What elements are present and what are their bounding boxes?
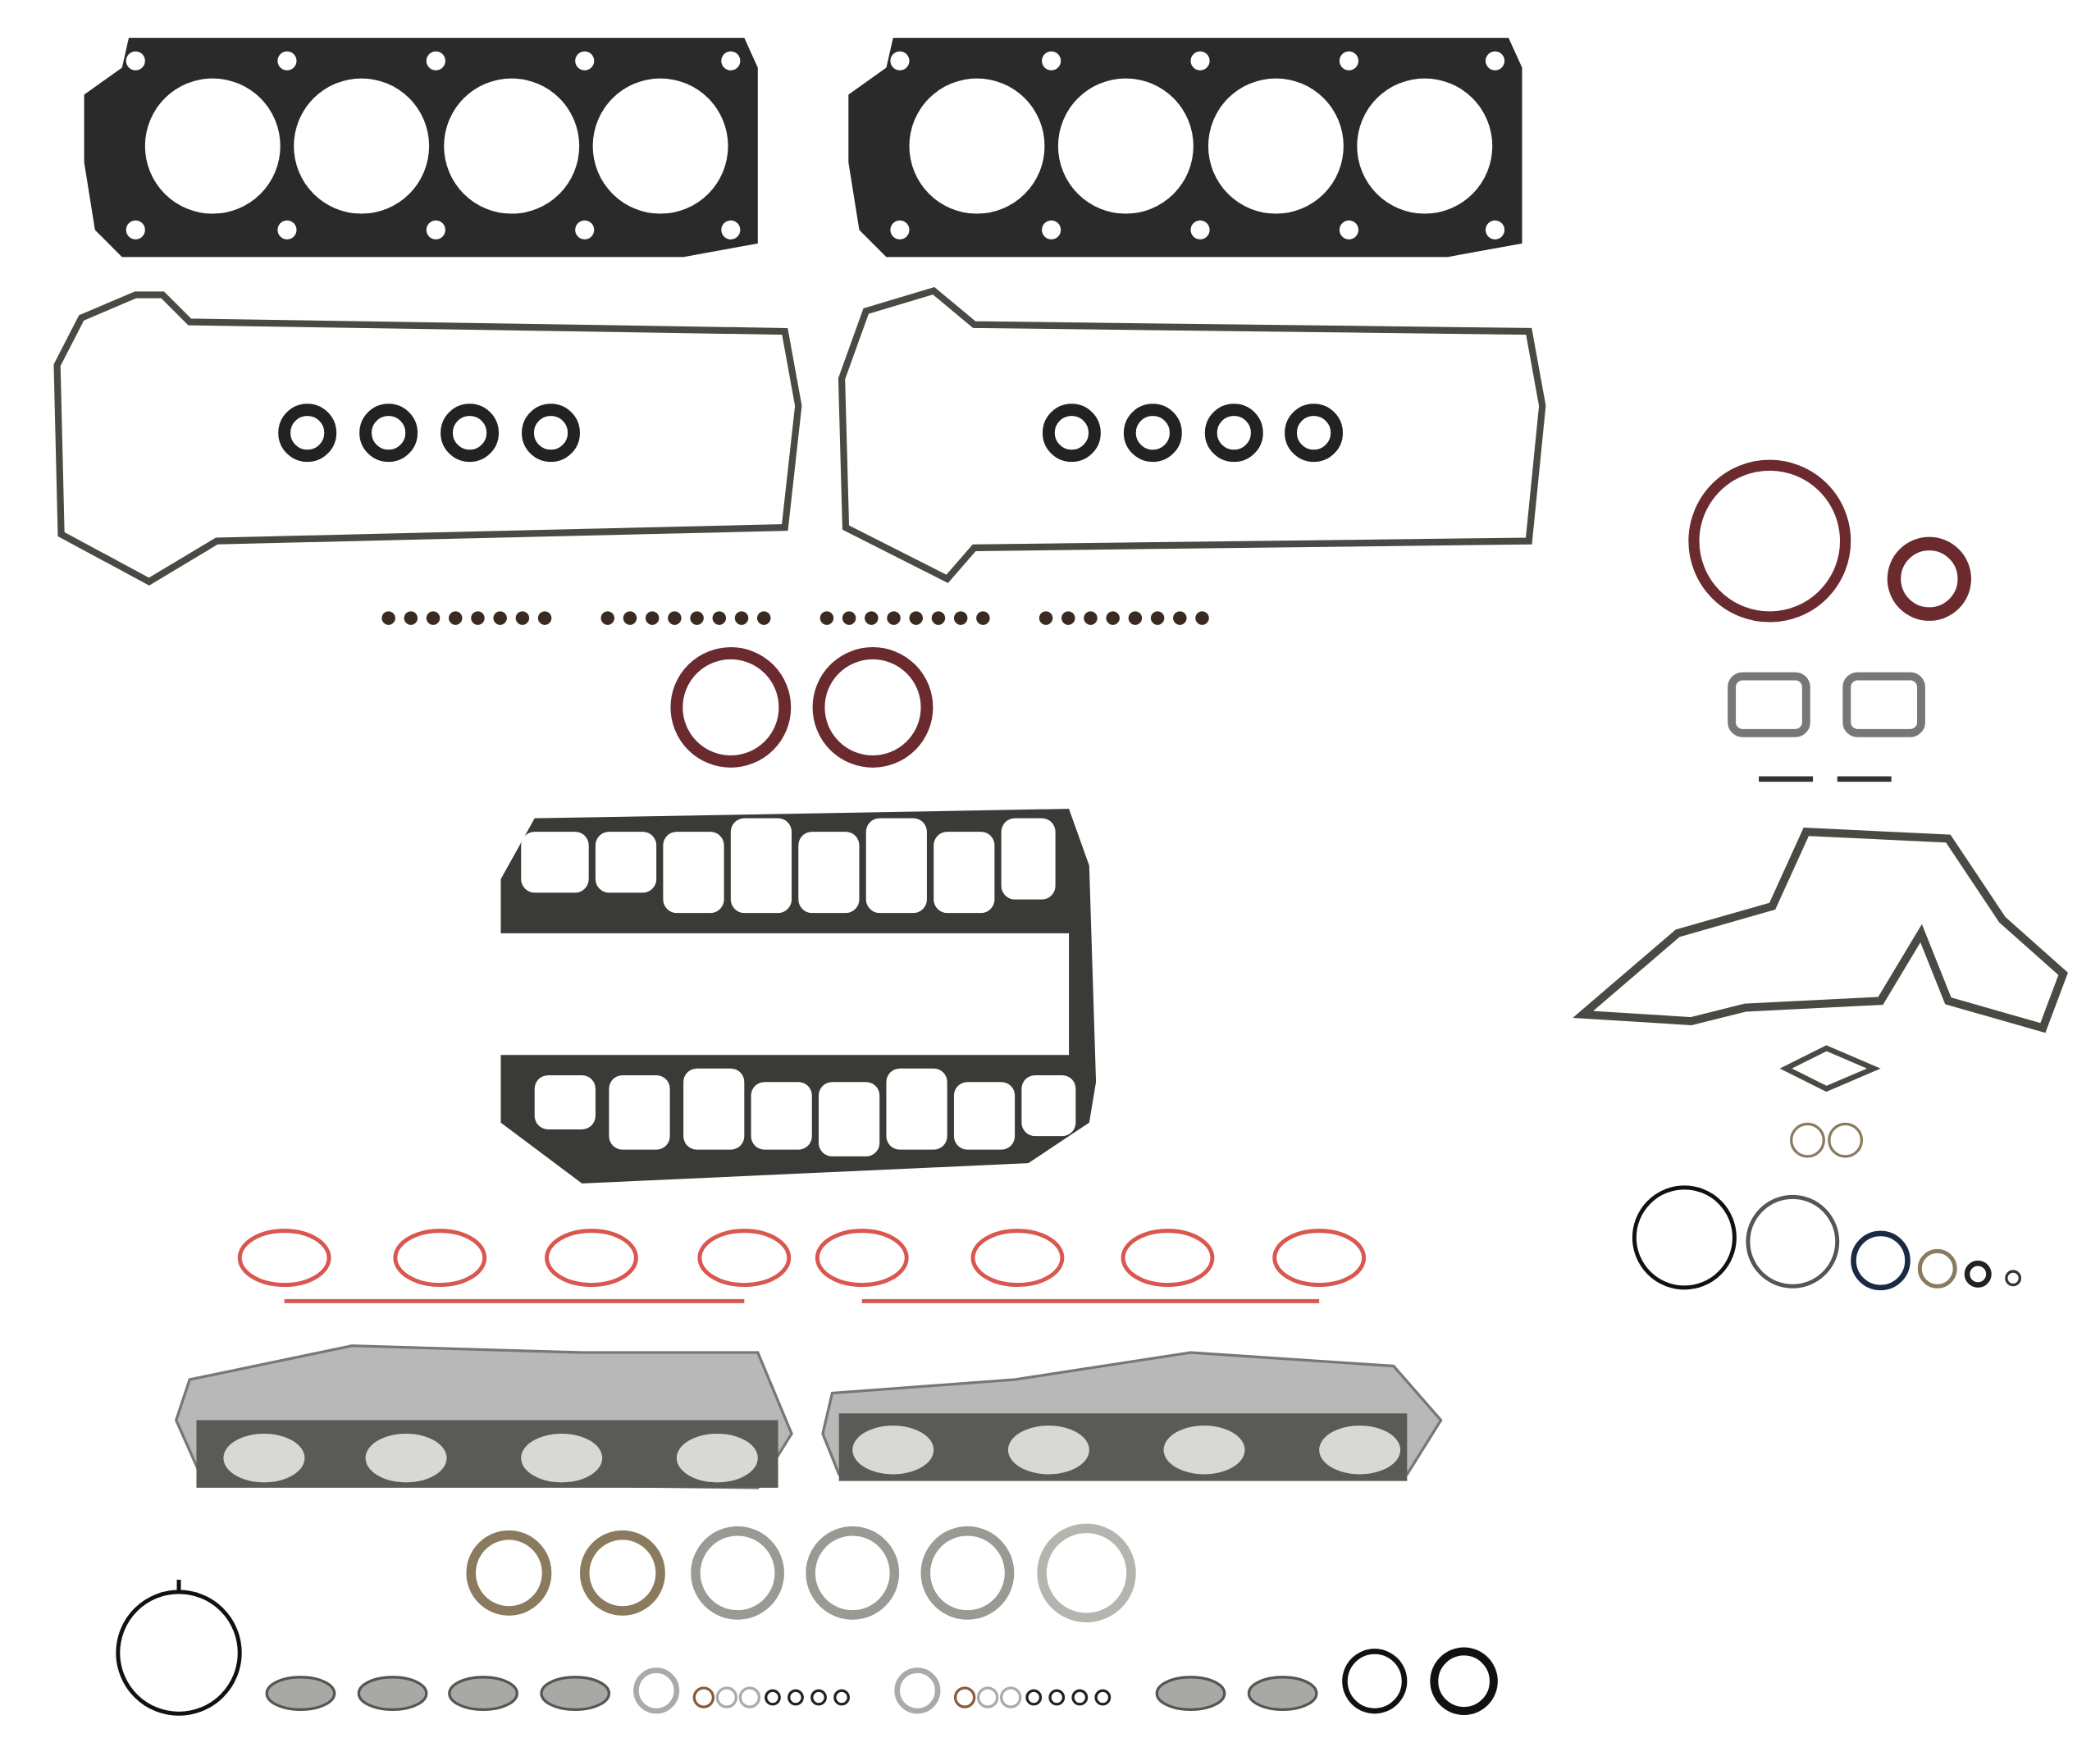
- camshaft-seals: [670, 647, 934, 768]
- small-o-ring: [1071, 1689, 1089, 1706]
- egr-gaskets: [265, 1676, 1318, 1712]
- intake-port-gasket: [697, 1229, 792, 1288]
- small-o-ring: [1094, 1689, 1112, 1706]
- valve-stem-seal: [734, 611, 749, 625]
- small-o-ring: [999, 1686, 1022, 1708]
- intake-port-gasket: [545, 1229, 638, 1288]
- o-ring-set: [1632, 1122, 2022, 1291]
- intake-port-gasket: [970, 1229, 1065, 1288]
- valve-stem-seal: [600, 611, 615, 625]
- valve-stem-seal: [537, 611, 552, 625]
- small-o-ring: [738, 1686, 761, 1708]
- intake-port-gasket: [815, 1229, 909, 1288]
- valve-stem-seal: [756, 611, 771, 625]
- intake-port-gasket: [393, 1229, 487, 1288]
- valve-stem-seal: [712, 611, 727, 625]
- valve-stem-seal: [381, 611, 395, 625]
- valve-stem-seal: [690, 611, 704, 625]
- small-o-ring: [788, 1689, 804, 1706]
- small-o-ring: [1048, 1689, 1066, 1706]
- intake-port-gaskets: [237, 1229, 1367, 1303]
- intake-plenum-gasket: [500, 809, 1097, 1184]
- small-o-rings: [633, 1647, 1498, 1715]
- valve-stem-seal: [1128, 611, 1143, 625]
- valve-stem-seal: [1106, 611, 1120, 625]
- valve-stem-seal: [1195, 611, 1209, 625]
- valve-stem-seal: [976, 611, 990, 625]
- valve-stem-seal: [1039, 611, 1053, 625]
- small-o-ring: [1025, 1689, 1043, 1706]
- valve-stem-seal: [953, 611, 968, 625]
- valve-stem-seals: [381, 611, 1209, 625]
- valve-stem-seal: [493, 611, 507, 625]
- rear-main-seal: [1688, 459, 1971, 623]
- valve-stem-seal: [931, 611, 946, 625]
- small-o-ring: [833, 1689, 850, 1706]
- intake-port-gasket: [237, 1229, 331, 1288]
- throttle-body-o-ring: [116, 1580, 242, 1716]
- valve-stem-seal: [1173, 611, 1187, 625]
- throttle-gaskets: [1728, 672, 1925, 782]
- water-pump-gasket: [1573, 828, 2068, 1093]
- small-o-ring: [715, 1686, 738, 1708]
- small-o-ring: [810, 1689, 827, 1706]
- exhaust-rings: [466, 1523, 1136, 1623]
- valve-stem-seal: [515, 611, 530, 625]
- small-o-ring: [692, 1686, 715, 1708]
- intake-port-gasket: [1121, 1229, 1215, 1288]
- valve-stem-seal: [865, 611, 879, 625]
- small-o-ring: [976, 1686, 999, 1708]
- valve-stem-seal: [887, 611, 901, 625]
- intake-port-gasket: [1272, 1229, 1367, 1288]
- valve-stem-seal: [668, 611, 682, 625]
- valve-stem-seal: [623, 611, 637, 625]
- valve-stem-seal: [1150, 611, 1165, 625]
- valve-stem-seal: [471, 611, 485, 625]
- head-gasket-right: [848, 38, 1522, 258]
- valve-stem-seal: [909, 611, 923, 625]
- valve-stem-seal: [426, 611, 441, 625]
- valve-stem-seal: [449, 611, 463, 625]
- valve-cover-gasket-left: [53, 291, 802, 586]
- valve-stem-seal: [404, 611, 418, 625]
- exhaust-manifold-gasket-left: [174, 1344, 793, 1489]
- valve-cover-gasket-right: [838, 286, 1546, 583]
- head-gasket-left: [84, 38, 758, 258]
- valve-stem-seal: [842, 611, 856, 625]
- valve-stem-seal: [1084, 611, 1098, 625]
- small-o-ring: [953, 1686, 976, 1708]
- valve-stem-seal: [819, 611, 834, 625]
- valve-stem-seal: [1061, 611, 1075, 625]
- exhaust-manifold-gasket-right: [821, 1351, 1443, 1481]
- small-o-ring: [765, 1689, 781, 1706]
- valve-stem-seal: [645, 611, 660, 625]
